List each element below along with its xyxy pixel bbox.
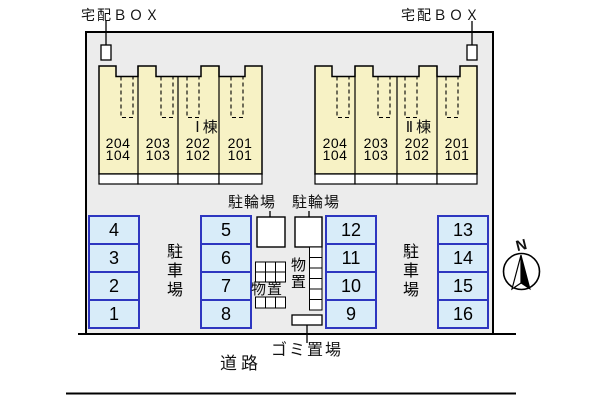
parking-stall-3: 3 [88,243,140,273]
room-upper: 202 [185,135,211,151]
room-lower: 104 [105,146,131,163]
bicycle-left-box [256,216,286,248]
parking-stall-9: 9 [325,299,377,329]
room-upper: 203 [363,135,389,151]
car-parking-left-label: 駐車場 [164,243,181,300]
compass-icon [502,252,541,291]
garbage-box [291,314,323,326]
room-upper: 203 [145,135,171,151]
parking-stall-5: 5 [200,215,252,245]
room-upper: 202 [404,135,430,151]
room-upper: 201 [444,135,470,151]
building-2-unit-dividers [354,66,438,174]
delivery-box-right-label: 宅配ＢＯＸ [401,7,481,23]
parking-stall-2: 2 [88,271,140,301]
room-upper: 204 [105,135,131,151]
building-1-unit-dividers [137,66,220,174]
parking-stall-4: 4 [88,215,140,245]
room-upper: 204 [322,135,348,151]
room-lower: 103 [363,146,389,163]
room-lower: 101 [227,146,253,163]
building-2-stair-marks [336,76,459,119]
building-2-balconies [314,173,478,185]
storage-left-label: 物置 [251,281,284,298]
parking-stall-10: 10 [325,271,377,301]
parking-stall-12: 12 [325,215,377,245]
building-1-outline [98,65,263,175]
parking-stall-6: 6 [200,243,252,273]
parking-stall-8: 8 [200,299,252,329]
garbage-label: ゴミ置場 [271,342,344,359]
bicycle-right-box [294,216,323,248]
parking-stall-1: 1 [88,299,140,329]
building-1-balconies [98,173,263,185]
room-lower: 101 [444,146,470,163]
delivery-box-left-icon [100,44,112,61]
parking-stall-11: 11 [325,243,377,273]
delivery-box-right-icon [466,44,478,61]
storage-right-label: 物置 [289,257,306,291]
car-parking-right-label: 駐車場 [400,243,417,300]
parking-stall-15: 15 [437,271,489,301]
room-upper: 201 [227,135,253,151]
bicycle-right-label: 駐輪場 [292,194,341,211]
road-label: 道路 [220,354,262,373]
room-lower: 102 [404,146,430,163]
bicycle-left-label: 駐輪場 [228,194,277,211]
room-lower: 102 [185,146,211,163]
delivery-box-left-label: 宅配ＢＯＸ [81,7,161,23]
building-2-name: Ⅱ棟 [405,119,435,136]
building-1-name: Ⅰ棟 [195,119,221,136]
building-1-stair-marks [120,76,244,119]
storage-left-grid [255,261,286,309]
storage-right-strip [309,246,323,311]
parking-stall-7: 7 [200,271,252,301]
room-lower: 104 [322,146,348,163]
parking-stall-16: 16 [437,299,489,329]
parking-stall-13: 13 [437,215,489,245]
parking-stall-14: 14 [437,243,489,273]
room-lower: 103 [145,146,171,163]
